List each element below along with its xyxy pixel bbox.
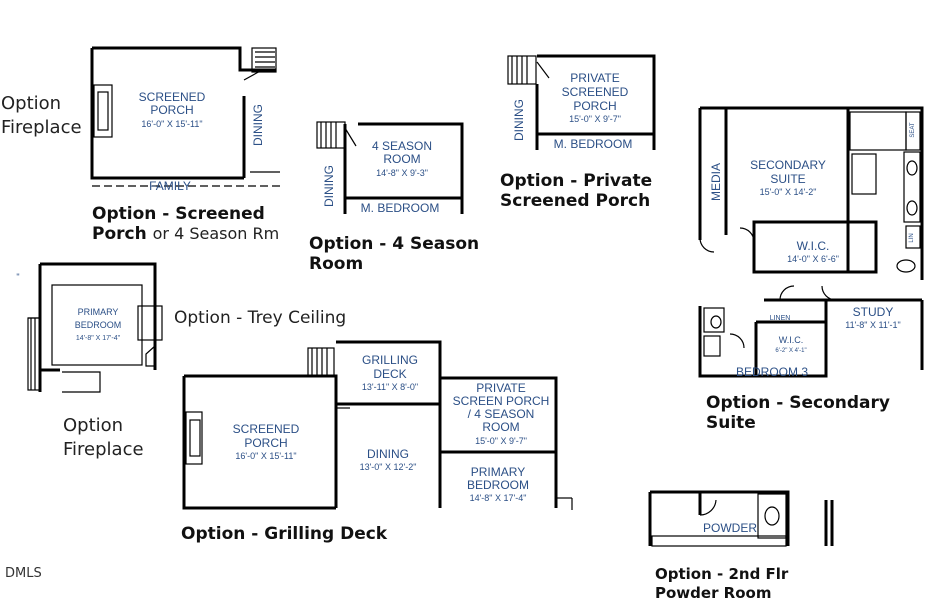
room-label: SUITE xyxy=(770,172,805,186)
room-label: PRIVATE xyxy=(476,381,526,395)
room-label: DINING xyxy=(251,104,265,146)
caption-line: Fireplace xyxy=(63,439,144,460)
room-label: 4 SEASON xyxy=(372,139,432,153)
room-label: PORCH xyxy=(573,99,616,113)
mls-watermark: DMLS xyxy=(5,566,42,581)
room-dim: 16'-0" X 15'-11" xyxy=(235,451,296,461)
caption-line: Powder Room xyxy=(655,584,772,602)
room-dim: 14'-8" X 17'-4" xyxy=(470,493,527,503)
room-label: SCREEN PORCH xyxy=(453,394,550,408)
room-label: FAMILY xyxy=(149,179,191,193)
caption-grilling-deck: Option - Grilling Deck xyxy=(181,524,388,544)
room-label: BEDROOM 3 xyxy=(736,365,808,379)
room-label: SCREENED xyxy=(139,90,206,104)
caption-line: Option - 2nd Flr xyxy=(655,565,789,583)
room-label: BEDROOM xyxy=(467,478,529,492)
trey-ceiling-plan: " PRIMARY BEDROOM 14'-8" X 17'-4" xyxy=(16,262,163,393)
room-label: PRIMARY xyxy=(471,465,525,479)
room-label: DINING xyxy=(367,447,409,461)
room-label: M. BEDROOM xyxy=(361,201,440,215)
room-label: SCREENED xyxy=(233,422,300,436)
room-label: PRIVATE xyxy=(570,71,620,85)
room-label: PORCH xyxy=(150,103,193,117)
room-label: STUDY xyxy=(853,305,894,319)
room-label: LIN xyxy=(909,233,915,242)
room-label: LINEN xyxy=(770,315,791,322)
private-porch-plan: PRIVATE SCREENED PORCH 15'-0" X 9'-7" DI… xyxy=(507,54,656,151)
room-dim: 15'-0" X 9'-7" xyxy=(475,436,527,446)
caption-line: Option - Secondary xyxy=(706,393,890,413)
room-label: / 4 SEASON xyxy=(468,407,535,421)
four-season-plan: 4 SEASON ROOM 14'-8" X 9'-3" DINING M. B… xyxy=(316,121,464,215)
caption-line: Screened Porch xyxy=(500,191,651,211)
powder-room-plan: POWDER xyxy=(648,490,834,547)
room-dim: 14'-0" X 6'-6" xyxy=(787,254,839,264)
room-label: MEDIA xyxy=(709,163,723,201)
room-label: M. BEDROOM xyxy=(554,137,633,151)
room-dim: 15'-0" X 9'-7" xyxy=(569,114,621,124)
caption-line: Option - 4 Season xyxy=(309,234,480,254)
room-dim: 6'-2" X 4'-1" xyxy=(775,348,806,354)
mark: " xyxy=(16,272,19,282)
caption-powder-room: Option - 2nd Flr Powder Room xyxy=(655,565,788,603)
caption-line: Room xyxy=(309,254,364,274)
caption-line: Option - Private xyxy=(500,171,653,191)
caption-line: Porch xyxy=(92,224,147,244)
room-label: ROOM xyxy=(383,152,420,166)
caption-fireplace-top: Option Fireplace xyxy=(1,92,82,140)
room-label: BEDROOM xyxy=(75,320,122,330)
caption-secondary-suite: Option - Secondary Suite xyxy=(706,393,890,433)
room-dim: 14'-8" X 9'-3" xyxy=(376,168,428,178)
room-dim: 16'-0" X 15'-11" xyxy=(141,119,202,129)
room-label: PORCH xyxy=(244,436,287,450)
caption-four-season: Option - 4 Season Room xyxy=(309,234,479,274)
room-label: DINING xyxy=(512,99,526,141)
room-label: ROOM xyxy=(482,420,519,434)
screened-porch-plan: SCREENED PORCH 16'-0" X 15'-11" DINING F… xyxy=(90,46,280,193)
room-dim: 15'-0" X 14'-2" xyxy=(760,187,817,197)
room-dim: 13'-0" X 12'-2" xyxy=(360,462,417,472)
room-label: POWDER xyxy=(703,521,757,535)
room-dim: 11'-8" X 11'-1" xyxy=(845,320,901,330)
room-label: W.I.C. xyxy=(797,239,830,253)
room-label: GRILLING xyxy=(362,353,418,367)
caption-line: Option xyxy=(1,93,62,114)
room-label: DINING xyxy=(322,165,336,207)
room-label: SEAT xyxy=(910,122,916,138)
caption-line: Option - Screened xyxy=(92,204,265,224)
caption-line: Option xyxy=(63,415,124,436)
room-label: SCREENED xyxy=(562,85,629,99)
room-label: PRIMARY xyxy=(78,307,119,317)
caption-screened-porch: Option - Screened Porch or 4 Season Rm xyxy=(92,204,279,244)
room-dim: 13'-11" X 8'-0" xyxy=(362,382,418,392)
caption-trey-ceiling: Option - Trey Ceiling xyxy=(174,308,347,328)
grilling-deck-plan: GRILLING DECK 13'-11" X 8'-0" SCREENED P… xyxy=(182,340,573,510)
caption-line: or 4 Season Rm xyxy=(152,224,280,243)
room-label: SECONDARY xyxy=(750,158,826,172)
caption-line: Fireplace xyxy=(1,117,82,138)
room-label: DECK xyxy=(373,367,406,381)
room-label: W.I.C. xyxy=(779,335,804,345)
caption-line: Suite xyxy=(706,413,756,433)
caption-private-porch: Option - Private Screened Porch xyxy=(500,171,652,211)
caption-fireplace-bottom: Option Fireplace xyxy=(63,414,144,462)
room-dim: 14'-8" X 17'-4" xyxy=(76,335,121,342)
secondary-suite-plan: SECONDARY SUITE 15'-0" X 14'-2" MEDIA W.… xyxy=(698,106,924,379)
